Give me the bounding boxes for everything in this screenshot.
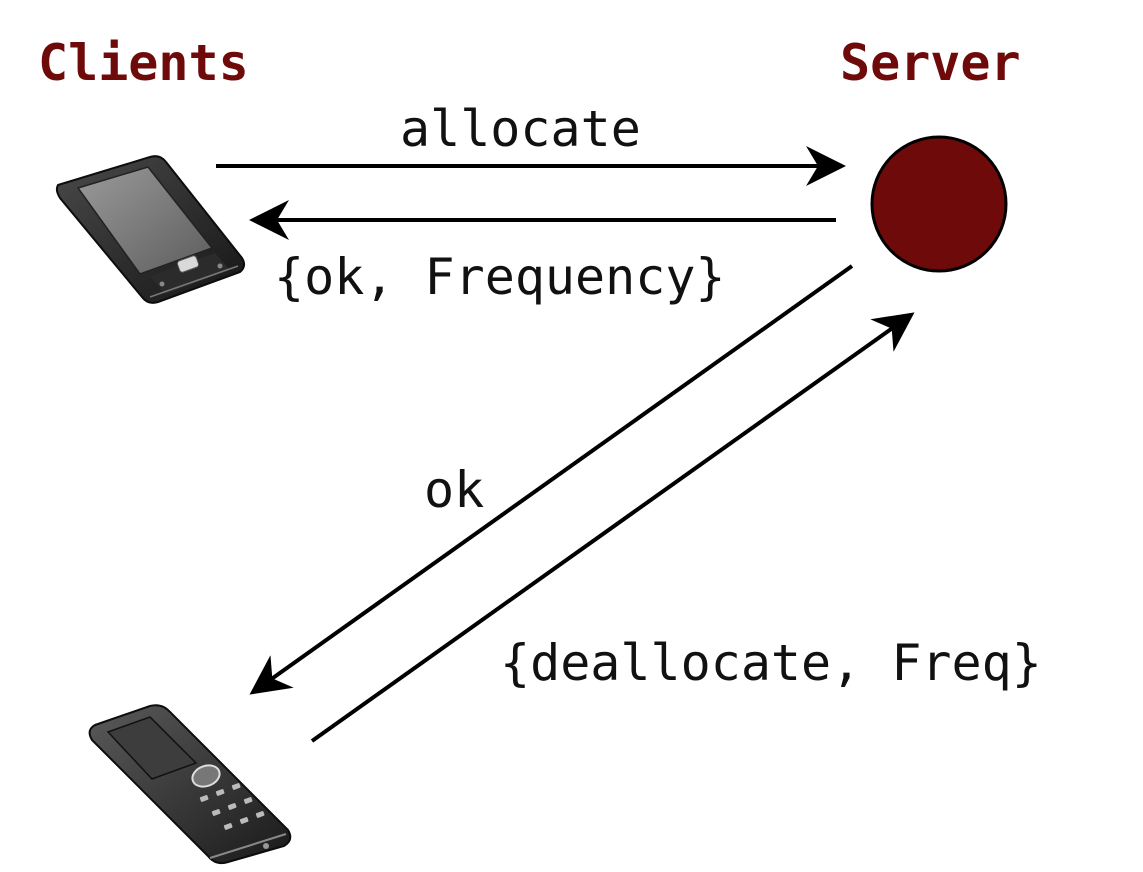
clients-heading: Clients (38, 34, 249, 92)
server-node-icon (870, 135, 1008, 273)
server-heading: Server (840, 34, 1021, 92)
message-ok-frequency: {ok, Frequency} (274, 248, 726, 306)
message-allocate: allocate (400, 100, 641, 158)
arrow-ok (249, 264, 854, 695)
message-ok: ok (424, 461, 485, 519)
arrow-deallocate (310, 312, 915, 743)
pda-phone-icon (55, 155, 246, 304)
message-deallocate: {deallocate, Freq} (500, 634, 1042, 692)
mobile-phone-icon (88, 704, 292, 865)
